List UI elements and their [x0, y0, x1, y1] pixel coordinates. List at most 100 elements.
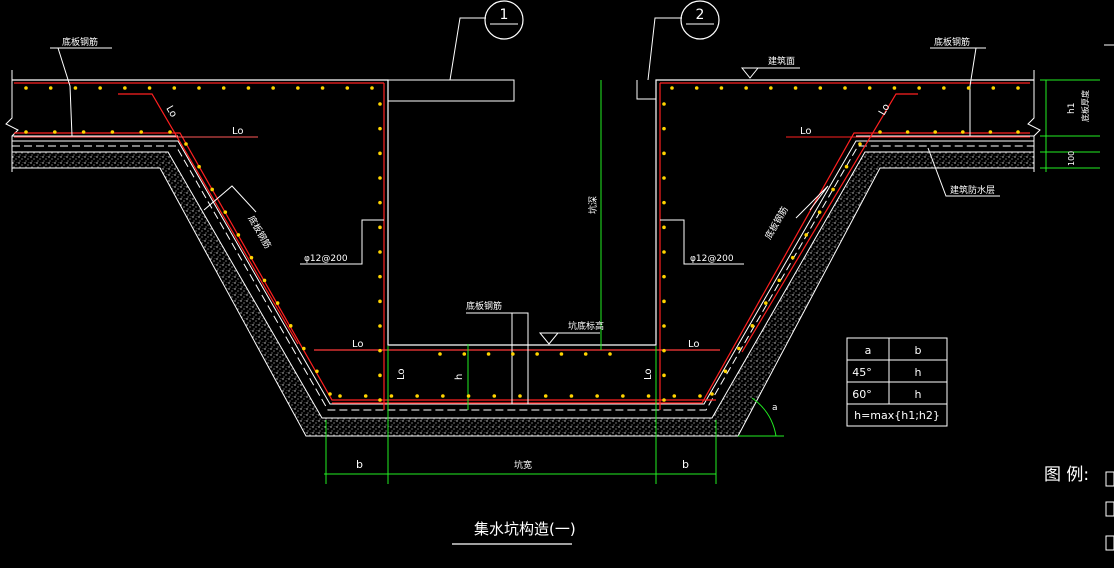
callout-waterproof: 建筑防水层 [950, 184, 995, 196]
rebar-dot [543, 394, 548, 398]
rebar-dot [221, 86, 226, 90]
rebar-dot [363, 394, 368, 398]
rebar-dot [662, 373, 666, 378]
column-stub-right [636, 80, 656, 100]
rebar-dot [518, 394, 522, 398]
leader-bottom-rebar-right [930, 47, 986, 136]
rebar-slope-left [14, 132, 716, 401]
rebar-dot [662, 176, 666, 180]
label-dim-pit-width: 坑宽 [514, 459, 532, 471]
label-dim-b-right: b [682, 458, 689, 471]
label-lo-top-right: Lo [800, 126, 812, 137]
rebar-dot [777, 278, 782, 283]
rebar-dot [804, 233, 808, 237]
rebar-dot [345, 86, 350, 90]
rebar-dot [662, 102, 666, 106]
waterproof-layer-line [12, 145, 1034, 411]
rebar-dot [378, 324, 382, 328]
rebar-dot [236, 233, 241, 237]
rebar-dot [670, 86, 674, 90]
rebar-dot [246, 86, 251, 90]
break-mark-right [1027, 70, 1041, 172]
rebar-dot [415, 394, 419, 398]
rebar-dot [168, 130, 172, 134]
table-row2-value: h [915, 388, 922, 401]
rebar-dot [672, 394, 677, 398]
rebar-dots [24, 86, 1020, 402]
leader-slope-left [203, 185, 257, 213]
rebar-dot [492, 394, 497, 398]
rebar-dot [210, 187, 214, 192]
rebar-dot [53, 130, 57, 134]
rebar-dot [302, 346, 306, 351]
table-row1-value: h [915, 366, 922, 379]
rebar-dot [262, 278, 267, 283]
rebar-dot [378, 176, 382, 180]
rebar-dot [646, 394, 651, 398]
rebar-dot [764, 301, 768, 305]
section-marker-2[interactable]: 2 [680, 0, 720, 40]
rebar-dot [328, 392, 332, 396]
rebar-dot [24, 86, 28, 90]
callout-wall-rebar-right: φ12@200 [690, 254, 734, 264]
rebar-dot [694, 86, 699, 90]
rebar-dot [172, 86, 177, 90]
rebar-dot [569, 394, 574, 398]
rebar-dot [441, 394, 445, 398]
rebar-dot [662, 225, 666, 230]
rebar-dot [769, 86, 773, 90]
rebar-dot [793, 86, 798, 90]
rebar-dot [378, 126, 382, 131]
legend-swatches [1105, 471, 1114, 551]
rebar-dot [535, 352, 539, 356]
leader-waterproof [927, 147, 1000, 197]
label-angle: a [772, 403, 778, 413]
table-row1-angle: 45° [852, 366, 872, 379]
rebar-dot [288, 324, 293, 328]
rebar-dot [197, 164, 201, 169]
rebar-dot [271, 86, 275, 90]
rebar-dot [1016, 86, 1020, 90]
rebar-dot [988, 130, 993, 134]
label-lo-vert-right: Lo [643, 368, 654, 380]
rebar-dot [662, 348, 666, 353]
label-dim-b-left: b [356, 458, 363, 471]
rebar-dot [338, 394, 342, 398]
rebar-dot [249, 255, 254, 260]
section-marker-1[interactable]: 1 [484, 0, 524, 40]
rebar-dot [905, 130, 910, 134]
rebar-dot [378, 348, 382, 353]
rebar-dot [662, 200, 666, 205]
callout-bottom-rebar-right: 底板钢筋 [934, 36, 970, 48]
rebar-dot [223, 210, 228, 214]
rebar-dot [378, 274, 382, 279]
level-mark-top [740, 67, 760, 79]
rebar-dot [110, 130, 115, 134]
rebar-dot [719, 86, 724, 90]
leader-section-1 [449, 17, 486, 81]
rebar-dot [608, 352, 612, 356]
label-dim-h1: h1 [1067, 103, 1077, 114]
rebar-dot [462, 352, 467, 356]
rebar-dot [698, 394, 702, 398]
leader-wall-right [660, 219, 744, 265]
rebar-dot [744, 86, 748, 90]
label-dim-thickness: 底板厚度 [1080, 90, 1090, 122]
rebar-dot [315, 369, 319, 374]
rebar-dot [917, 86, 921, 90]
rebar-dot [378, 398, 382, 402]
leader-section-2 [647, 17, 682, 81]
drawing-title: 集水坑构造(一) [474, 520, 576, 538]
callout-bottom-rebar-left: 底板钢筋 [62, 36, 98, 48]
callout-pit-bottom-rebar: 底板钢筋 [466, 300, 502, 312]
rebar-dot [378, 373, 382, 378]
rebar-dot [878, 130, 882, 134]
angle-table: a b 45° h 60° h h=max{h1;h2} [846, 337, 948, 427]
table-header-b: b [915, 344, 922, 357]
rebar-dot [378, 200, 382, 205]
label-lo-slope-left: Lo [163, 104, 178, 119]
label-lo-bottom-left: Lo [352, 339, 364, 350]
label-pit-depth: 坑深 [587, 196, 599, 214]
rebar-dot [818, 86, 823, 90]
rebar-dot [843, 86, 847, 90]
